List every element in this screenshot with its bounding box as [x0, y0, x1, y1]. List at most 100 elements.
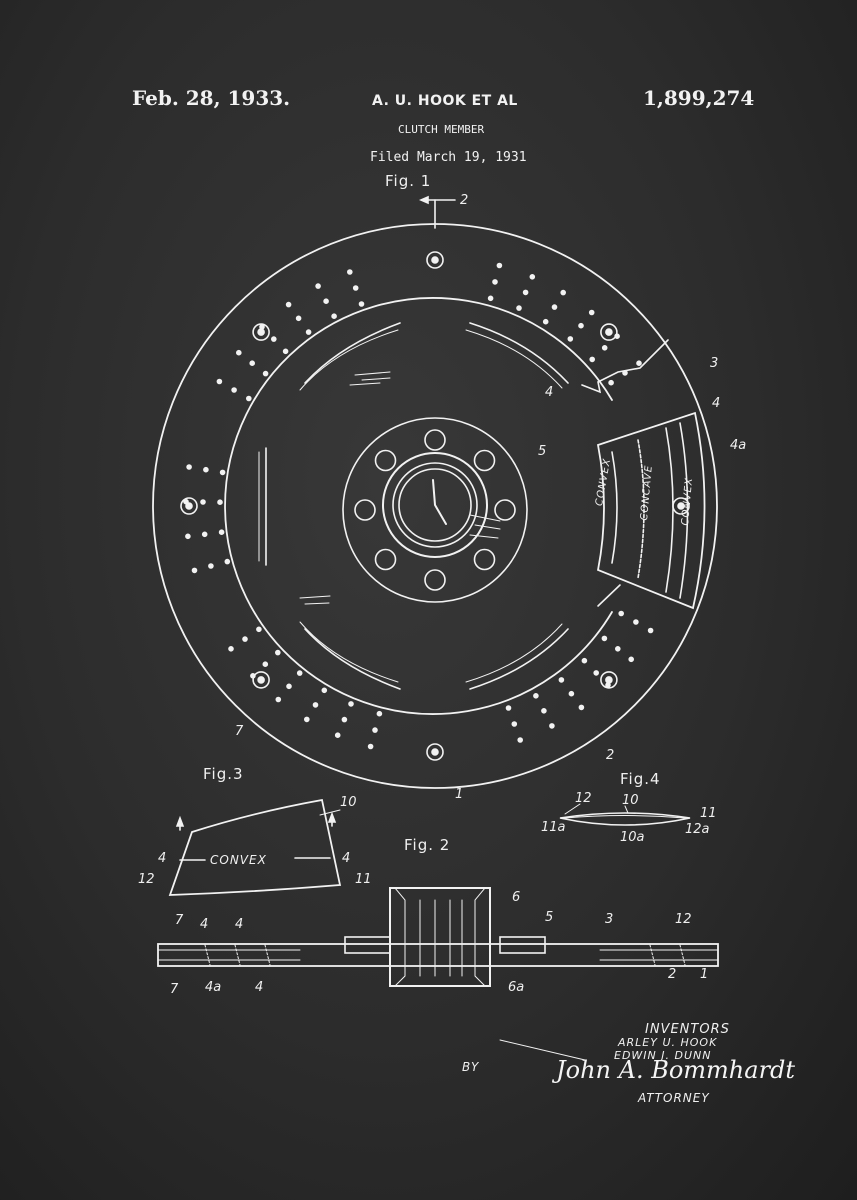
rivet-center — [605, 328, 613, 336]
ref-4-upper-label: 4 — [545, 385, 554, 400]
friction-hole — [647, 627, 654, 634]
friction-hole — [593, 670, 600, 676]
friction-hole — [250, 672, 256, 679]
friction-hole — [492, 279, 498, 285]
friction-hole — [274, 649, 281, 656]
friction-hole — [203, 466, 209, 473]
ref-3-label: 3 — [710, 356, 719, 371]
friction-hole — [228, 645, 234, 652]
fig2-ref-4a-label: 4a — [205, 980, 222, 995]
fig2-ref-6-label: 6 — [512, 890, 521, 905]
friction-hole — [533, 692, 539, 699]
rivet-center — [677, 502, 685, 510]
fig2-ref-1-label: 1 — [700, 967, 709, 982]
friction-hole — [542, 318, 549, 325]
friction-hole — [558, 677, 565, 683]
friction-hole — [219, 469, 226, 476]
fig4-ref-11a-label: 11a — [541, 820, 566, 835]
inventors-heading: INVENTORS — [645, 1022, 730, 1037]
friction-hole — [578, 322, 584, 329]
by-label: BY — [462, 1060, 480, 1074]
friction-hole — [633, 619, 639, 625]
friction-hole — [568, 690, 575, 697]
fig3-ref-12-label: 12 — [138, 872, 155, 887]
hub-bolt — [473, 548, 496, 571]
rivet — [180, 497, 198, 515]
friction-hole — [286, 683, 292, 690]
friction-hole — [191, 567, 198, 574]
friction-hole — [358, 301, 365, 307]
fig1-clutch-disc — [152, 195, 718, 789]
hub-bolt — [374, 548, 397, 571]
friction-hole — [601, 344, 608, 351]
fig2-label: Fig. 2 — [404, 836, 451, 854]
hub-bolt — [354, 499, 376, 521]
friction-hole — [246, 395, 252, 402]
friction-hole — [262, 661, 269, 668]
fig3-convex-label: CONVEX — [210, 853, 267, 867]
friction-hole — [614, 333, 620, 340]
friction-hole — [372, 727, 378, 733]
rivet-center — [185, 502, 193, 510]
friction-hole — [270, 336, 277, 342]
fig3-ref-4-left-label: 4 — [158, 851, 167, 866]
rivet — [252, 323, 270, 341]
filed-date: Filed March 19, 1931 — [370, 150, 527, 165]
rivet — [426, 743, 444, 761]
fig2-ref-2-label: 2 — [668, 967, 677, 982]
friction-hole — [217, 499, 223, 506]
fig4-ref-10a-label: 10a — [620, 830, 645, 845]
friction-hole — [636, 360, 642, 367]
friction-hole — [487, 295, 494, 302]
fig2-ref-7-bottom-label: 7 — [170, 982, 179, 997]
ref-1-label: 1 — [455, 787, 464, 802]
fig2-ref-4-b-label: 4 — [235, 917, 244, 932]
patent-number: 1,899,274 — [643, 86, 755, 110]
friction-hole — [303, 716, 310, 723]
friction-hole — [256, 626, 262, 633]
fig2-ref-3-label: 3 — [605, 912, 614, 927]
friction-hole — [201, 531, 208, 538]
friction-hole — [321, 687, 328, 694]
friction-hole — [367, 743, 374, 750]
rivet — [252, 671, 270, 689]
rivet — [600, 671, 618, 689]
friction-hole — [331, 313, 337, 320]
rivet — [426, 251, 444, 269]
friction-hole — [242, 636, 248, 642]
friction-hole — [323, 298, 329, 305]
friction-hole — [315, 283, 321, 289]
friction-hole — [282, 348, 289, 355]
friction-hole — [218, 529, 225, 536]
friction-hole — [334, 732, 341, 739]
friction-hole — [614, 645, 621, 652]
inventor-2-name: EDWIN J. DUNN — [614, 1049, 712, 1062]
friction-hole — [185, 533, 191, 540]
friction-hole — [622, 370, 628, 376]
friction-hole — [628, 656, 635, 663]
friction-hole — [376, 710, 383, 717]
friction-hole — [259, 324, 265, 330]
fig3-segment — [168, 798, 342, 896]
friction-hole — [608, 379, 614, 386]
friction-hole — [200, 499, 206, 505]
fig1-label: Fig. 1 — [385, 172, 432, 190]
friction-hole — [249, 360, 255, 367]
friction-hole — [285, 301, 292, 308]
fig4-ref-12a-label: 12a — [685, 822, 710, 837]
ref-4-right-label: 4 — [712, 396, 721, 411]
section-arrow-bottom-label: 2 — [606, 748, 615, 763]
attorney-label: ATTORNEY — [638, 1091, 710, 1105]
friction-hole — [588, 309, 595, 316]
friction-hole — [589, 356, 596, 363]
friction-hole — [605, 682, 611, 688]
friction-hole — [517, 737, 524, 743]
rivet-center — [257, 328, 265, 336]
inventors-header: A. U. HOOK ET AL — [372, 93, 518, 109]
fig2-ref-4-a-label: 4 — [200, 917, 209, 932]
ref-5-label: 5 — [538, 444, 547, 459]
patent-date: Feb. 28, 1933. — [132, 86, 291, 110]
fig4-ref-10-label: 10 — [622, 793, 639, 808]
friction-hole — [560, 289, 567, 296]
